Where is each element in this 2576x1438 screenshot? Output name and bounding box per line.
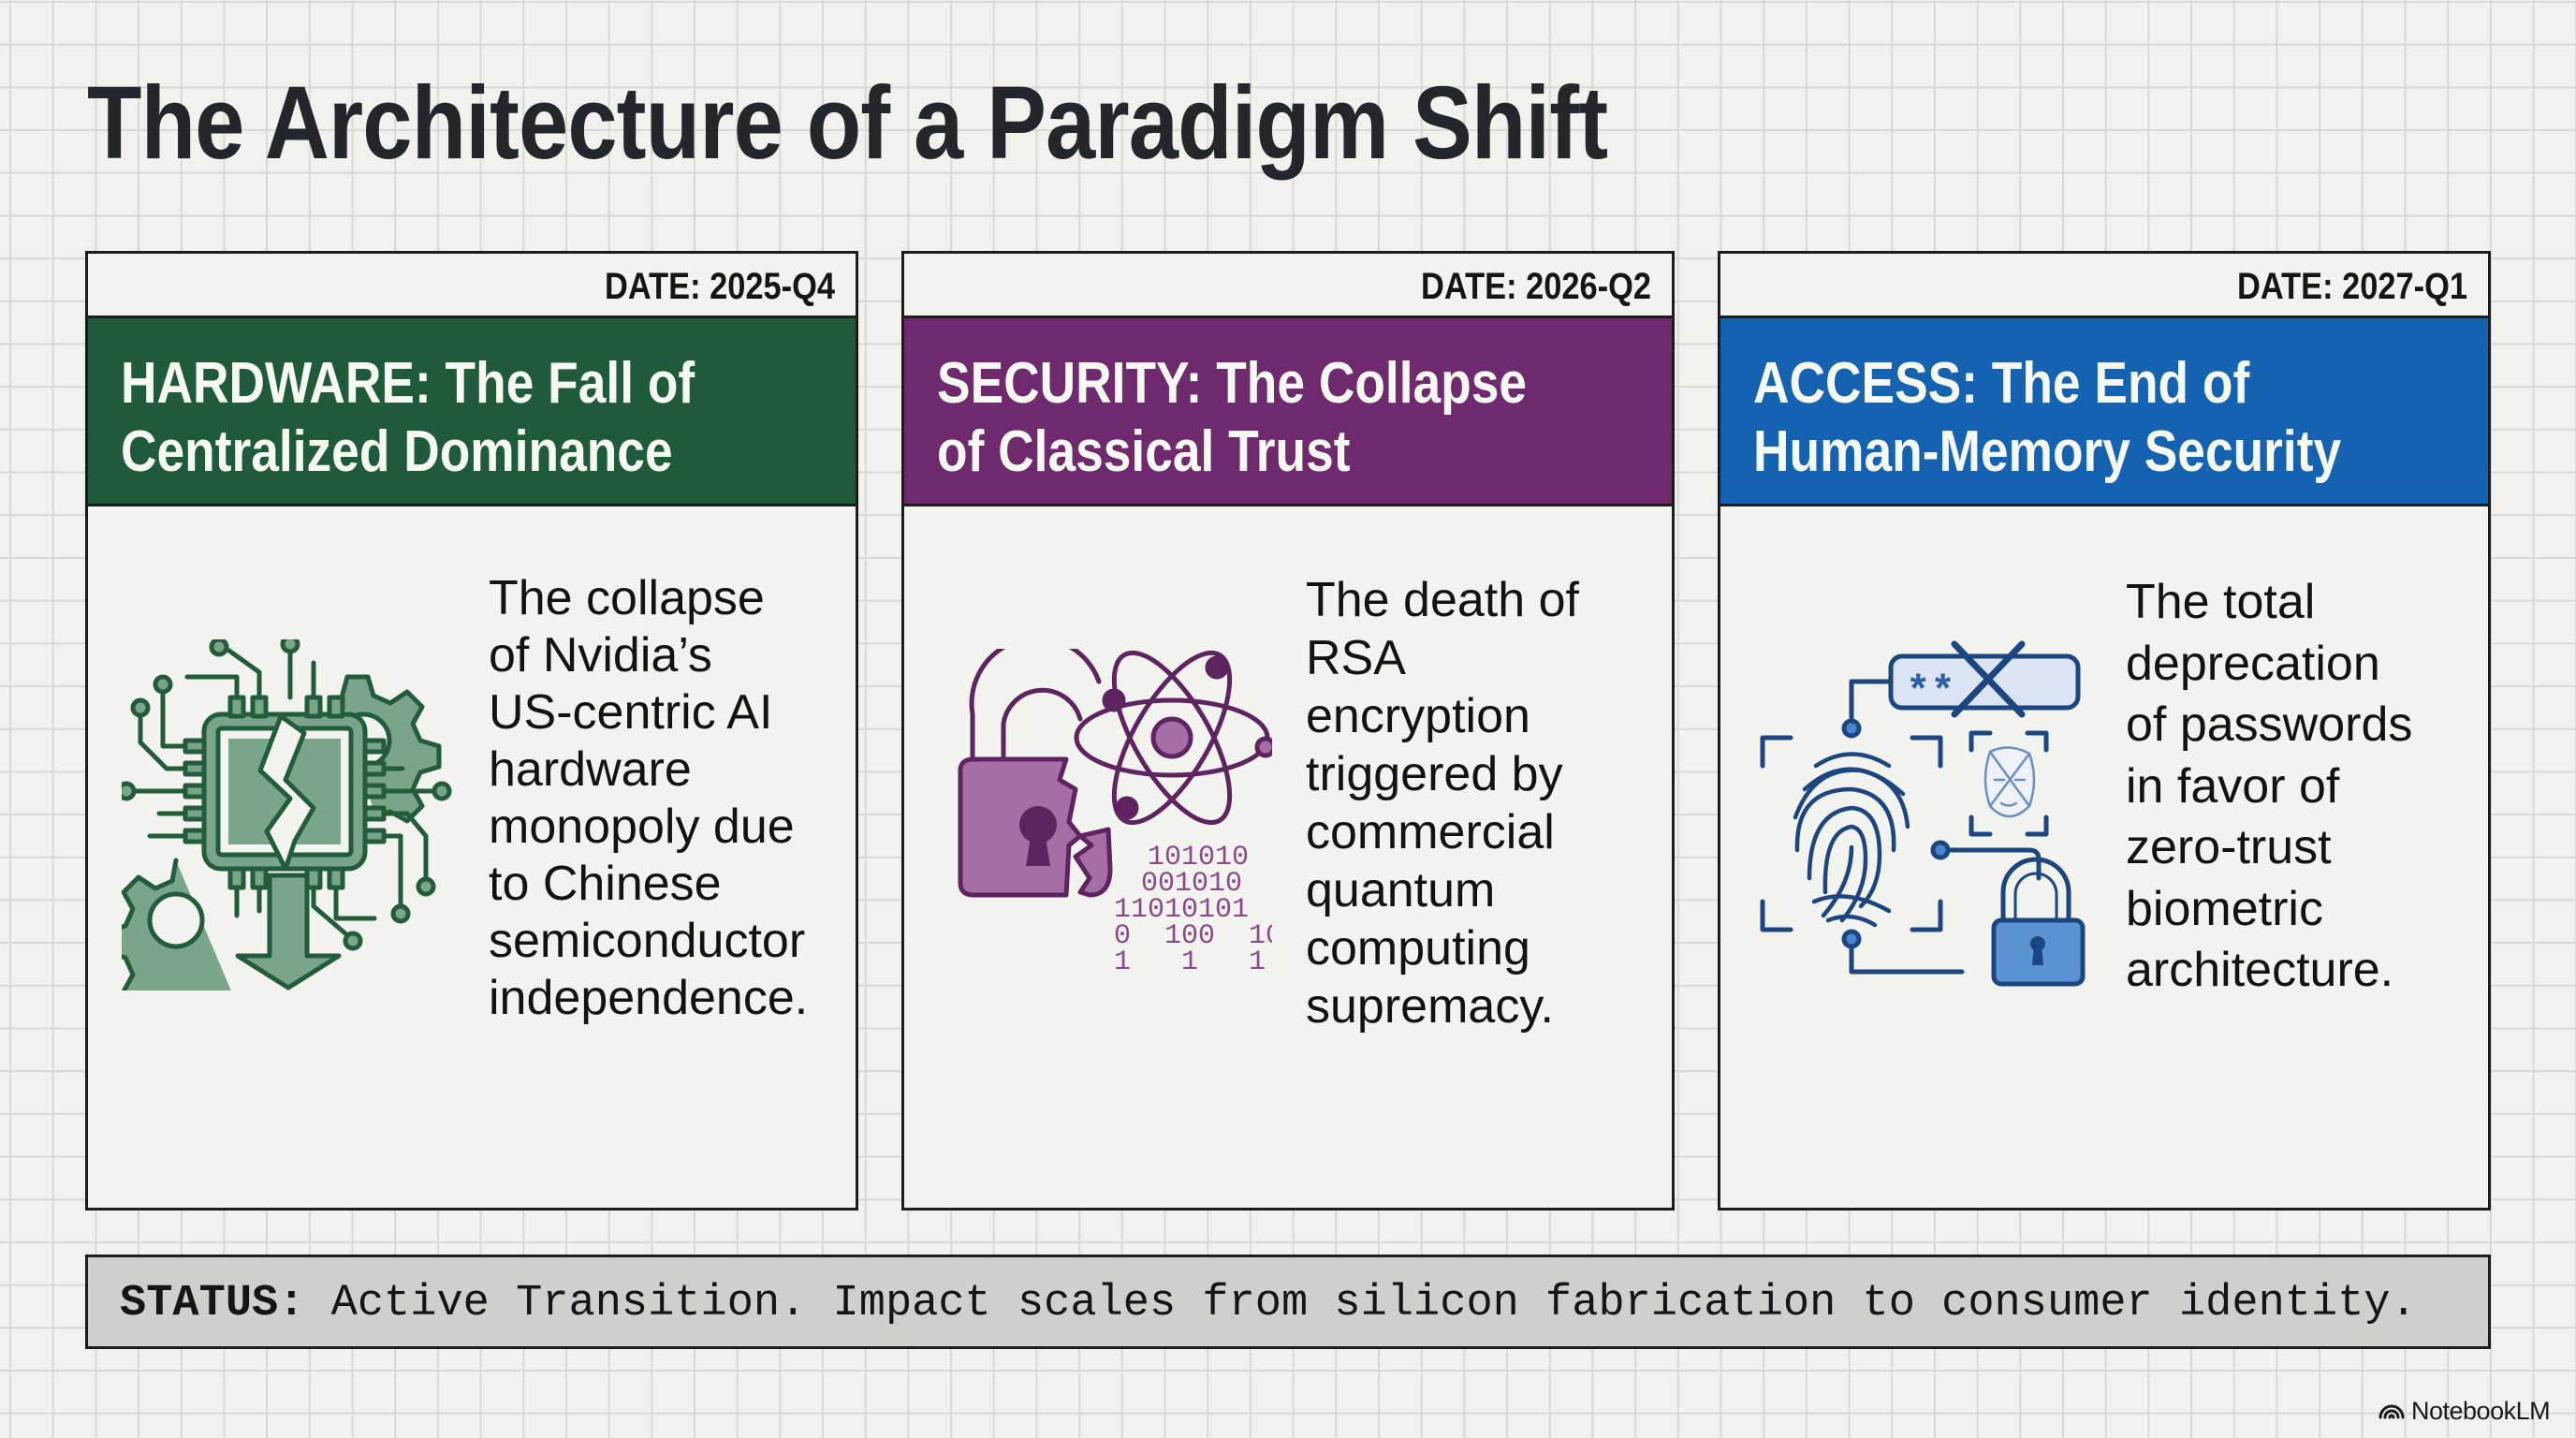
body-line: monopoly due [489, 800, 795, 854]
card-date: DATE: 2026-Q2 [1421, 266, 1651, 307]
card-title: HARDWARE: The Fall of Centralized Domina… [121, 349, 845, 486]
body-line: The death of [1306, 573, 1579, 627]
body-line: computing [1306, 921, 1530, 976]
body-line: encryption [1306, 689, 1530, 743]
status-text: STATUS: Active Transition. Impact scales… [120, 1280, 2417, 1328]
card-title-line: SECURITY: The Collapse [937, 351, 1528, 416]
status-message: Active Transition. Impact scales from si… [304, 1279, 2417, 1328]
card-title-line: Human-Memory Security [1753, 419, 2342, 484]
card-hardware: DATE: 2025-Q4 HARDWARE: The Fall of Cent… [85, 251, 858, 1211]
svg-text:101010: 101010 [1148, 842, 1249, 873]
svg-text:001010: 001010 [1141, 868, 1242, 900]
body-line: quantum [1306, 863, 1496, 917]
card-title-line: Centralized Dominance [121, 419, 673, 484]
body-line: of passwords [2126, 697, 2413, 752]
body-line: biometric [2126, 881, 2323, 936]
card-header: HARDWARE: The Fall of Centralized Domina… [88, 318, 856, 506]
body-line: semiconductor [489, 914, 806, 968]
card-title-line: of Classical Trust [937, 419, 1351, 484]
card-access: DATE: 2027-Q1 ACCESS: The End of Human-M… [1718, 251, 2491, 1211]
page-title: The Architecture of a Paradigm Shift [87, 66, 1608, 181]
biometric-fingerprint-icon: ** [1758, 639, 2090, 990]
date-band: DATE: 2027-Q1 [1720, 254, 2488, 318]
date-band: DATE: 2026-Q2 [904, 254, 1672, 318]
body-line: supremacy. [1306, 979, 1554, 1034]
status-bar: STATUS: Active Transition. Impact scales… [85, 1255, 2491, 1349]
body-line: independence. [489, 971, 809, 1025]
card-title-line: ACCESS: The End of [1753, 351, 2250, 416]
body-line: commercial [1306, 805, 1555, 859]
card-date: DATE: 2027-Q1 [2237, 266, 2467, 307]
card-body-text: The death of RSA encryption triggered by… [1306, 571, 1579, 1035]
body-line: RSA [1306, 631, 1406, 685]
body-line: to Chinese [489, 857, 722, 911]
body-line: The collapse [489, 571, 765, 625]
card-header: SECURITY: The Collapse of Classical Trus… [904, 318, 1672, 506]
notebooklm-logo-icon [2378, 1397, 2406, 1426]
body-line: zero-trust [2126, 820, 2332, 874]
body-line: of Nvidia’s [489, 628, 712, 682]
body-line: architecture. [2126, 943, 2394, 997]
card-date: DATE: 2025-Q4 [605, 266, 835, 307]
card-security: DATE: 2026-Q2 SECURITY: The Collapse of … [901, 251, 1675, 1211]
body-line: The total [2126, 575, 2316, 629]
svg-text:1 1 1: 1 1 1 [1114, 946, 1266, 978]
card-title: SECURITY: The Collapse of Classical Trus… [937, 349, 1661, 486]
card-body-text: The collapse of Nvidia’s US-centric AI h… [489, 570, 808, 1027]
broken-chip-icon [104, 634, 454, 1026]
svg-text:11010101: 11010101 [1114, 894, 1249, 926]
broken-lock-atom-icon: 101010 001010 11010101 0 100 10 1 1 1 [949, 635, 1282, 986]
card-title: ACCESS: The End of Human-Memory Security [1753, 349, 2478, 486]
body-line: US-centric AI [489, 685, 773, 740]
card-header: ACCESS: The End of Human-Memory Security [1720, 318, 2488, 506]
status-label: STATUS: [120, 1279, 305, 1328]
brand-name: NotebookLM [2411, 1396, 2551, 1425]
body-line: in favor of [2126, 758, 2340, 814]
brand-watermark: NotebookLM [2378, 1395, 2551, 1427]
body-line: hardware [489, 742, 692, 797]
svg-text:0 100 10: 0 100 10 [1114, 920, 1272, 952]
card-title-line: HARDWARE: The Fall of [121, 351, 695, 416]
date-band: DATE: 2025-Q4 [88, 254, 856, 318]
card-body-text: The total deprecation of passwords in fa… [2126, 572, 2412, 1002]
body-line: triggered by [1306, 747, 1563, 801]
body-line: deprecation [2126, 636, 2380, 691]
svg-text:**: ** [1906, 669, 1955, 716]
